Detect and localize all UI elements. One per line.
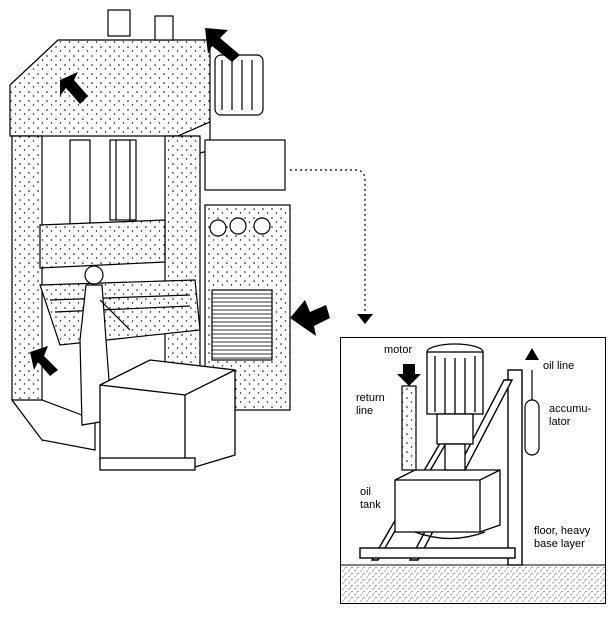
arrow-icon <box>205 28 240 62</box>
press-platen <box>39 219 166 269</box>
crate <box>99 359 236 471</box>
pump-tank <box>204 139 286 191</box>
press-top-cap <box>107 9 131 37</box>
label-accumulator: accumu- lator <box>549 403 592 428</box>
oil-line-arrow-icon <box>525 348 539 360</box>
label-motor: motor <box>384 344 413 356</box>
label-return-line: return line <box>356 392 385 417</box>
arrow-icon <box>290 300 330 336</box>
pallet <box>99 457 196 471</box>
return-line-arrow-icon <box>397 364 421 386</box>
gauge-1 <box>209 219 227 237</box>
detail-tank <box>394 469 501 540</box>
airflow-arrows <box>30 28 330 376</box>
label-floor: floor, heavy base layer <box>534 525 591 550</box>
detail-floor <box>341 564 605 603</box>
press-crown <box>9 39 211 137</box>
pump-unit <box>204 54 286 191</box>
operator-head <box>84 265 104 285</box>
press-base <box>10 399 96 451</box>
label-oil-line: oil line <box>543 360 575 372</box>
detail-inset-frame <box>340 337 606 604</box>
press-ram <box>109 139 137 221</box>
detail-motor <box>426 343 484 471</box>
arrow-icon <box>30 346 58 376</box>
press-right-column <box>164 135 201 381</box>
dotted-leader <box>290 169 366 312</box>
leader-arrowhead <box>357 314 373 324</box>
gauge-2 <box>229 217 247 235</box>
label-oil-tank: oil tank <box>360 486 381 511</box>
arrow-icon <box>60 72 88 104</box>
gauge-3 <box>253 217 271 235</box>
press-left-column <box>11 135 43 442</box>
